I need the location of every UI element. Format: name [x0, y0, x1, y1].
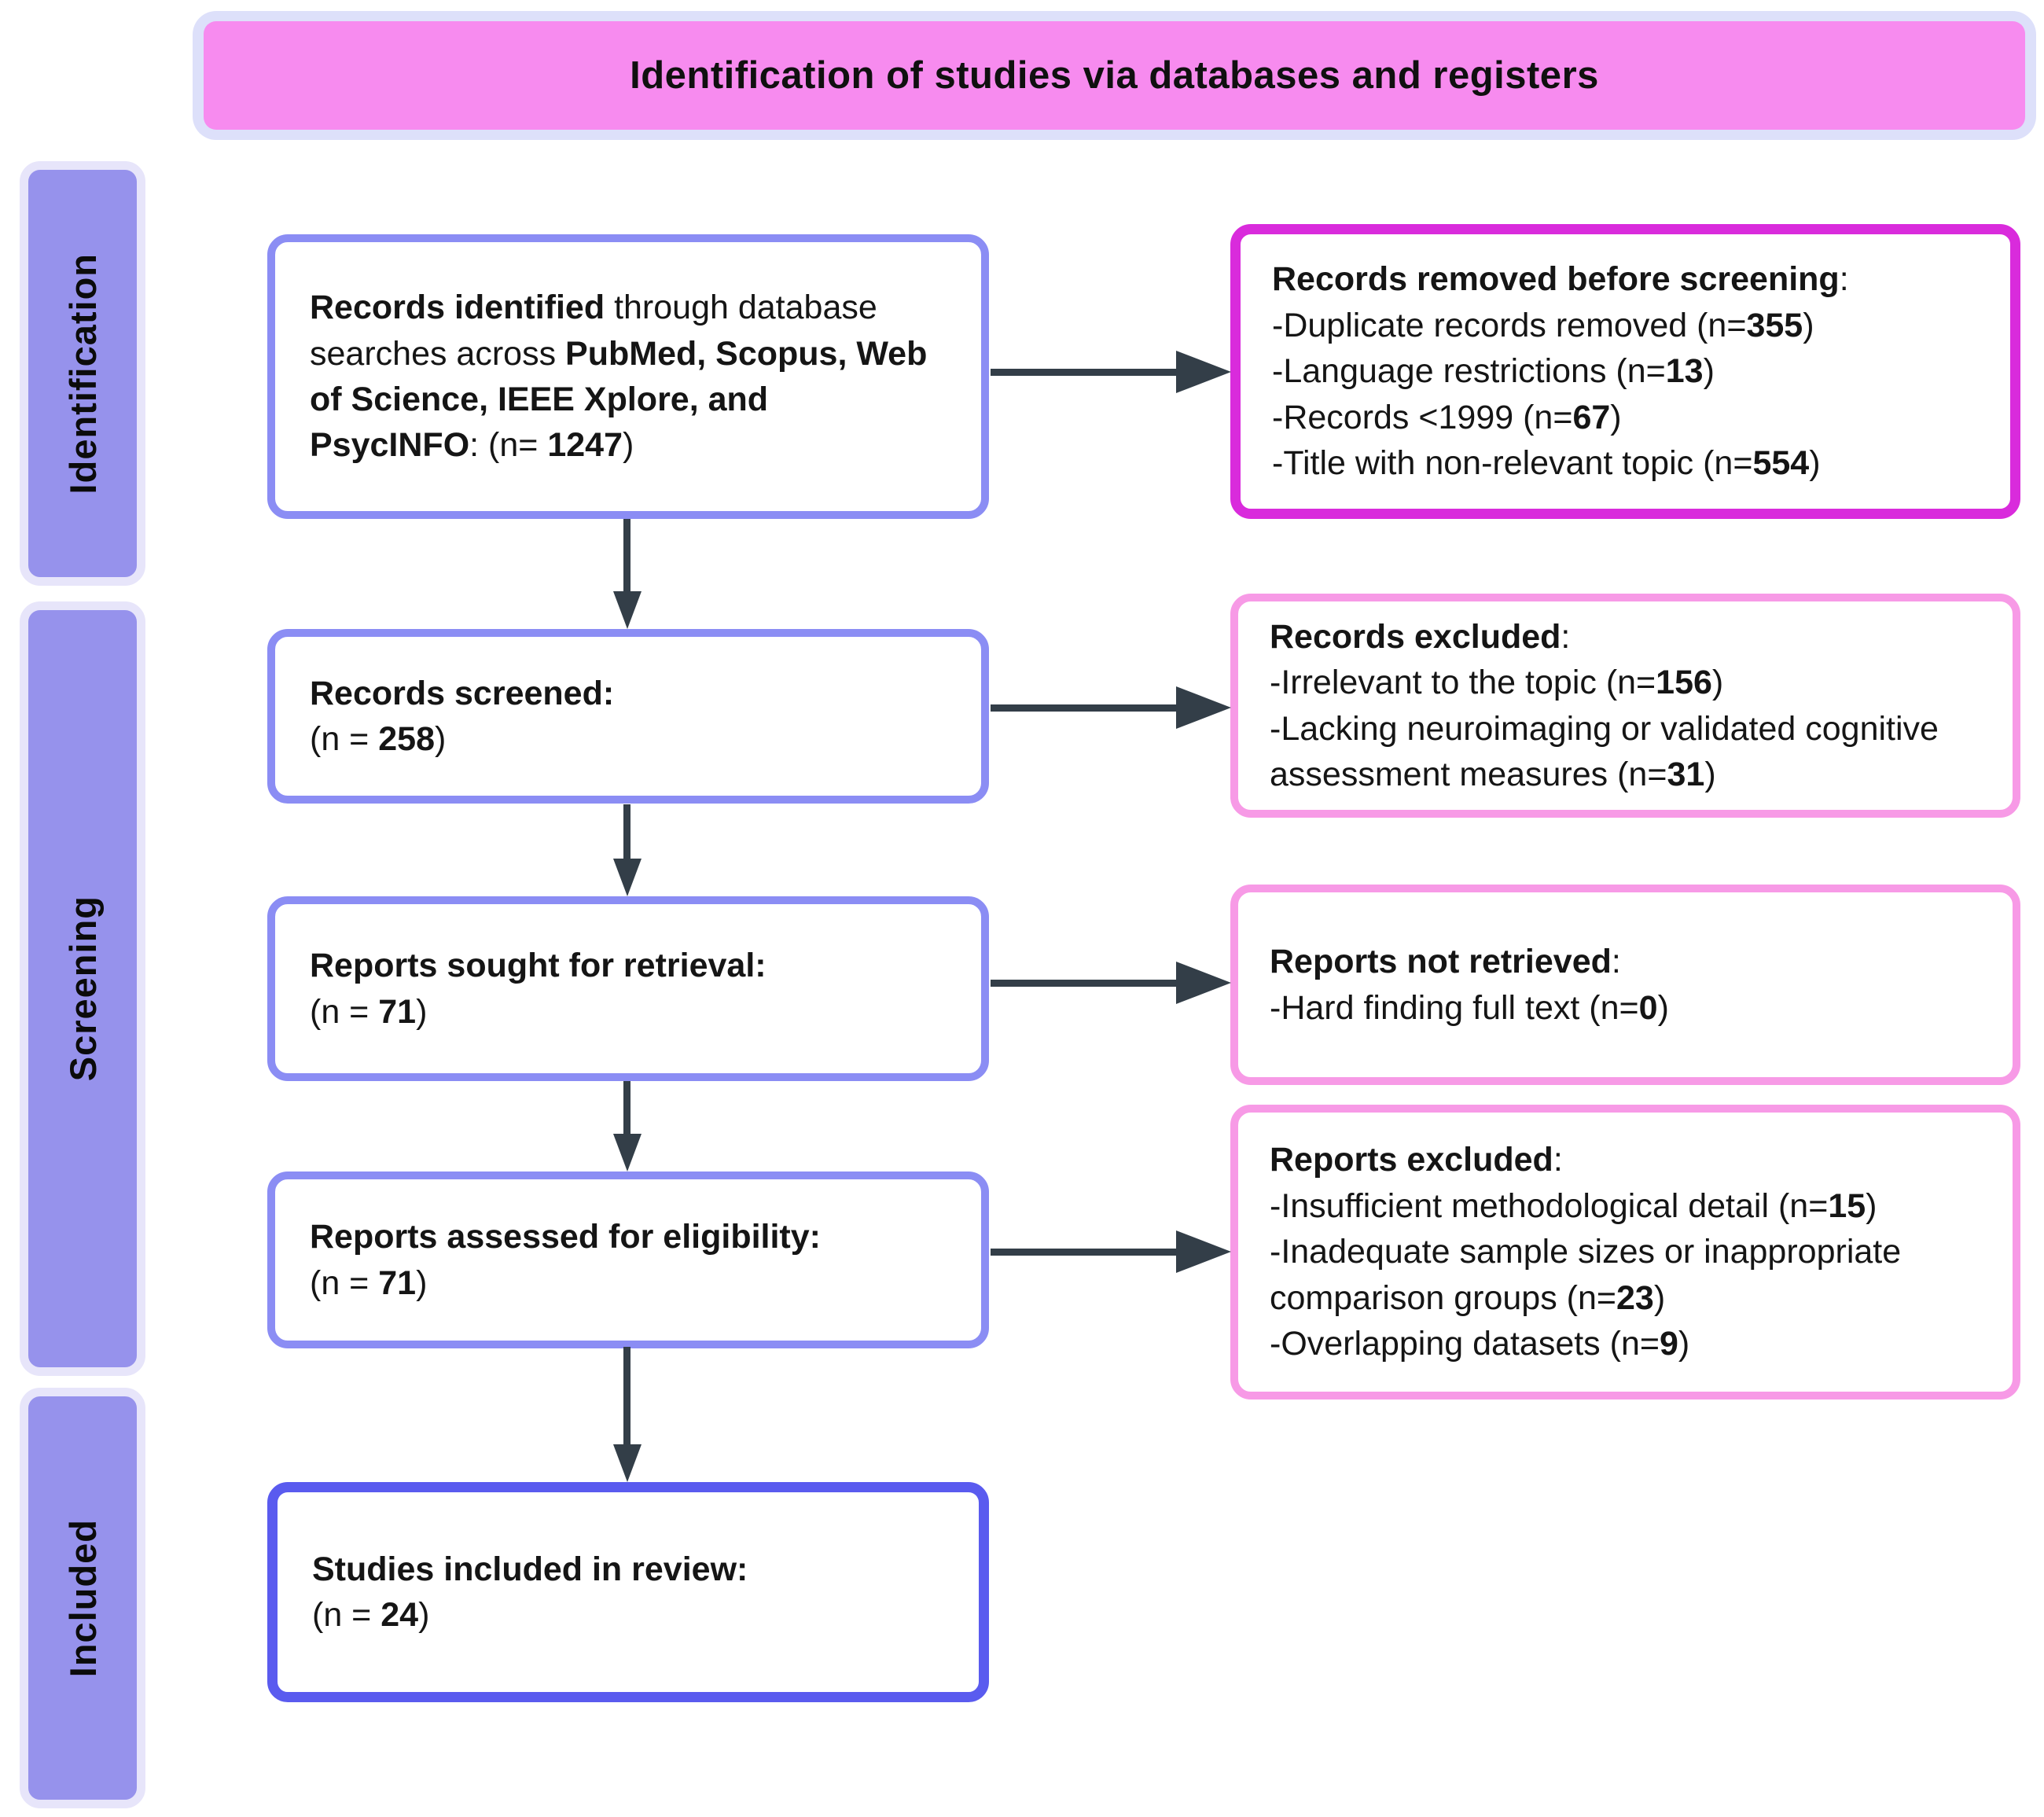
arrow-head	[613, 591, 642, 629]
arrow-head	[1176, 686, 1231, 729]
arrow-shaft	[623, 1081, 630, 1137]
box-reports-not-retrieved-text: Reports not retrieved: -Hard finding ful…	[1270, 943, 1669, 1027]
arrow-head	[1176, 351, 1231, 393]
arrow-head	[613, 859, 642, 896]
stage-label-screening: Screening	[61, 896, 104, 1082]
box-reports-not-retrieved: Reports not retrieved: -Hard finding ful…	[1230, 885, 2020, 1085]
arrow-shaft	[623, 804, 630, 862]
arrow-shaft	[991, 1249, 1179, 1256]
box-records-excluded-text: Records excluded: -Irrelevant to the top…	[1270, 617, 1939, 793]
box-records-excluded: Records excluded: -Irrelevant to the top…	[1230, 594, 2020, 818]
stage-bar-identification: Identification	[20, 161, 145, 586]
title-banner-fill: Identification of studies via databases …	[204, 21, 2025, 130]
box-reports-excluded: Reports excluded: -Insufficient methodol…	[1230, 1105, 2020, 1400]
box-studies-included-text: Studies included in review: (n = 24)	[312, 1550, 748, 1634]
arrow-shaft	[991, 980, 1179, 987]
arrow-shaft	[623, 1347, 630, 1447]
arrow-shaft	[991, 704, 1179, 712]
box-studies-included: Studies included in review: (n = 24)	[267, 1482, 989, 1702]
stage-label-identification: Identification	[61, 252, 104, 495]
box-records-screened-text: Records screened: (n = 258)	[310, 674, 615, 758]
box-reports-sought-text: Reports sought for retrieval: (n = 71)	[310, 947, 766, 1031]
box-reports-assessed-text: Reports assessed for eligibility: (n = 7…	[310, 1218, 821, 1302]
arrow-head	[1176, 962, 1231, 1004]
title-banner: Identification of studies via databases …	[193, 11, 2036, 140]
box-reports-excluded-text: Reports excluded: -Insufficient methodol…	[1270, 1141, 1902, 1363]
box-records-removed-text: Records removed before screening: -Dupli…	[1272, 260, 1849, 483]
arrow-shaft	[623, 519, 630, 594]
box-records-removed: Records removed before screening: -Dupli…	[1230, 224, 2020, 519]
box-reports-sought: Reports sought for retrieval: (n = 71)	[267, 896, 989, 1081]
arrow-shaft	[991, 369, 1179, 376]
diagram-title: Identification of studies via databases …	[630, 54, 1599, 97]
box-records-identified: Records identified through database sear…	[267, 234, 989, 519]
arrow-head	[613, 1134, 642, 1171]
stage-bar-included: Included	[20, 1388, 145, 1808]
box-records-identified-text: Records identified through database sear…	[310, 289, 928, 465]
box-records-screened: Records screened: (n = 258)	[267, 629, 989, 804]
stage-bar-screening: Screening	[20, 601, 145, 1376]
box-reports-assessed: Reports assessed for eligibility: (n = 7…	[267, 1171, 989, 1348]
arrow-head	[613, 1444, 642, 1482]
stage-label-included: Included	[61, 1518, 104, 1678]
arrow-head	[1176, 1230, 1231, 1273]
